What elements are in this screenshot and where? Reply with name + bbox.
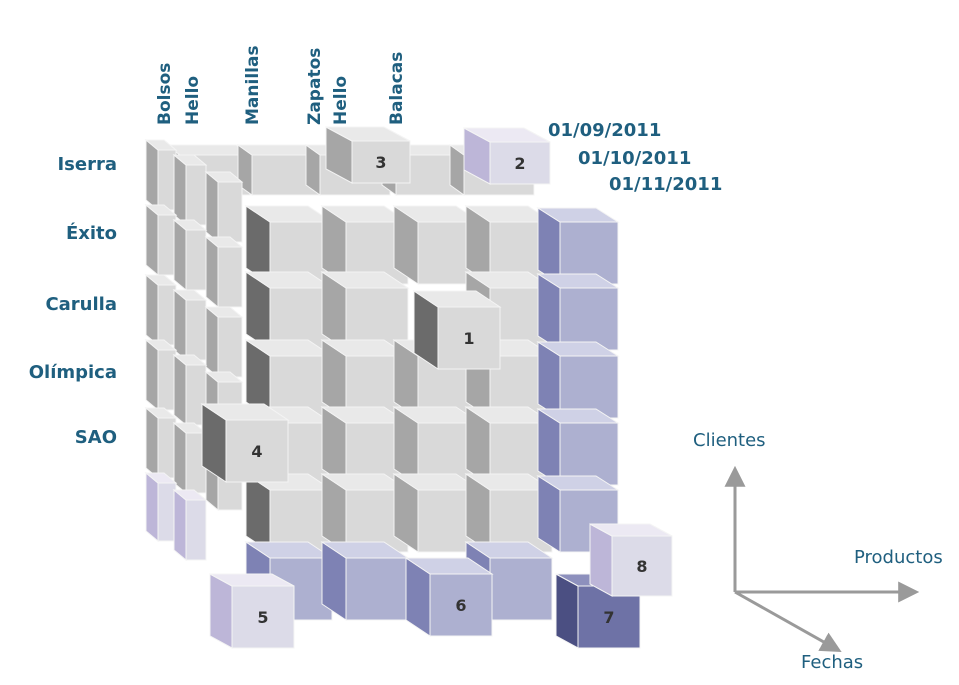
left-a-3-front <box>157 349 177 411</box>
date-label-2: 01/10/2011 <box>578 148 691 169</box>
cube-marker-3: 3 <box>375 153 386 172</box>
bottom-lav-2-front <box>489 557 553 621</box>
marker-3-cube-front <box>351 140 411 184</box>
right-lav-2-front <box>559 355 619 419</box>
bottom-lav-1-front <box>345 557 409 621</box>
axis-label-productos: Productos <box>854 547 943 568</box>
left-c-1-front <box>217 246 243 308</box>
front-0-1-front <box>345 221 409 285</box>
marker-8-cube-front <box>611 535 673 597</box>
cube-marker-1: 1 <box>463 329 474 348</box>
back-top-0-top <box>164 144 252 156</box>
left-c-0-front <box>217 181 243 243</box>
left-c-2-side <box>205 305 219 379</box>
right-lav-0-front <box>559 221 619 285</box>
marker-7-cube-side <box>555 573 579 649</box>
column-label-hello-1: Hello <box>183 76 203 125</box>
column-label-bolsos: Bolsos <box>155 63 175 125</box>
row-labels: Iserra Éxito Carulla Olímpica SAO <box>29 154 117 448</box>
fechas-axis-arrow <box>734 590 842 653</box>
left-b-1-side <box>173 218 187 292</box>
cube-marker-5: 5 <box>257 608 268 627</box>
left-b-0-front <box>185 164 207 226</box>
marker-5-cube-side <box>209 573 233 649</box>
row-label-sao: SAO <box>75 427 117 448</box>
left-a-2-side <box>145 273 159 347</box>
left-a-2-front <box>157 284 177 346</box>
row-label-carulla: Carulla <box>45 294 117 315</box>
front-4-1-front <box>345 489 409 553</box>
axes-diagram: Clientes Productos Fechas <box>693 430 943 673</box>
axis-label-fechas: Fechas <box>801 652 863 673</box>
date-labels: 01/09/2011 01/10/2011 01/11/2011 <box>548 120 722 195</box>
row-label-iserra: Iserra <box>57 154 117 175</box>
row-label-olimpica: Olímpica <box>29 362 117 383</box>
axis-label-clientes: Clientes <box>693 430 766 451</box>
left-c-0-side <box>205 170 219 244</box>
marker-1-cube-front <box>437 306 501 370</box>
column-label-manillas: Manillas <box>243 45 263 125</box>
date-label-1: 01/09/2011 <box>548 120 661 141</box>
left-b-2-front <box>185 299 207 361</box>
left-a-0-side <box>145 138 159 212</box>
row-label-exito: Éxito <box>66 222 117 244</box>
left-bottom-b-front <box>185 499 207 561</box>
left-a-0-front <box>157 149 177 211</box>
column-label-balacas: Balacas <box>387 52 407 125</box>
left-a-1-front <box>157 214 177 276</box>
cube-marker-4: 4 <box>251 442 262 461</box>
left-b-1-front <box>185 229 207 291</box>
left-bottom-a-front <box>157 482 177 542</box>
front-4-3-front <box>489 489 553 553</box>
left-bottom-a-side <box>145 471 159 543</box>
marker-4-cube-front <box>225 419 289 483</box>
column-label-hello-2: Hello <box>331 76 351 125</box>
left-b-3-side <box>173 353 187 427</box>
cube-grid: 2 3 6 7 8 5 1 4 <box>144 126 673 649</box>
date-label-3: 01/11/2011 <box>609 174 722 195</box>
cube-marker-2: 2 <box>514 154 525 173</box>
left-a-3-side <box>145 338 159 412</box>
cube-marker-8: 8 <box>636 557 647 576</box>
right-lav-1-front <box>559 287 619 351</box>
left-bottom-b-side <box>173 488 187 562</box>
cube-marker-7: 7 <box>603 608 614 627</box>
left-c-1-side <box>205 235 219 309</box>
left-c-2-front <box>217 316 243 378</box>
marker-8-cube-side <box>589 523 613 597</box>
cube-marker-6: 6 <box>455 596 466 615</box>
left-a-1-side <box>145 203 159 277</box>
column-label-zapatos: Zapatos <box>305 48 325 125</box>
left-a-4-side <box>145 406 159 480</box>
marker-2-cube-front <box>489 141 551 185</box>
column-labels: Bolsos Hello Manillas Zapatos Hello Bala… <box>155 45 407 125</box>
marker-5-cube-front <box>231 585 295 649</box>
left-a-4-front <box>157 417 177 479</box>
marker-6-cube-front <box>429 573 493 637</box>
right-lav-3-front <box>559 422 619 486</box>
